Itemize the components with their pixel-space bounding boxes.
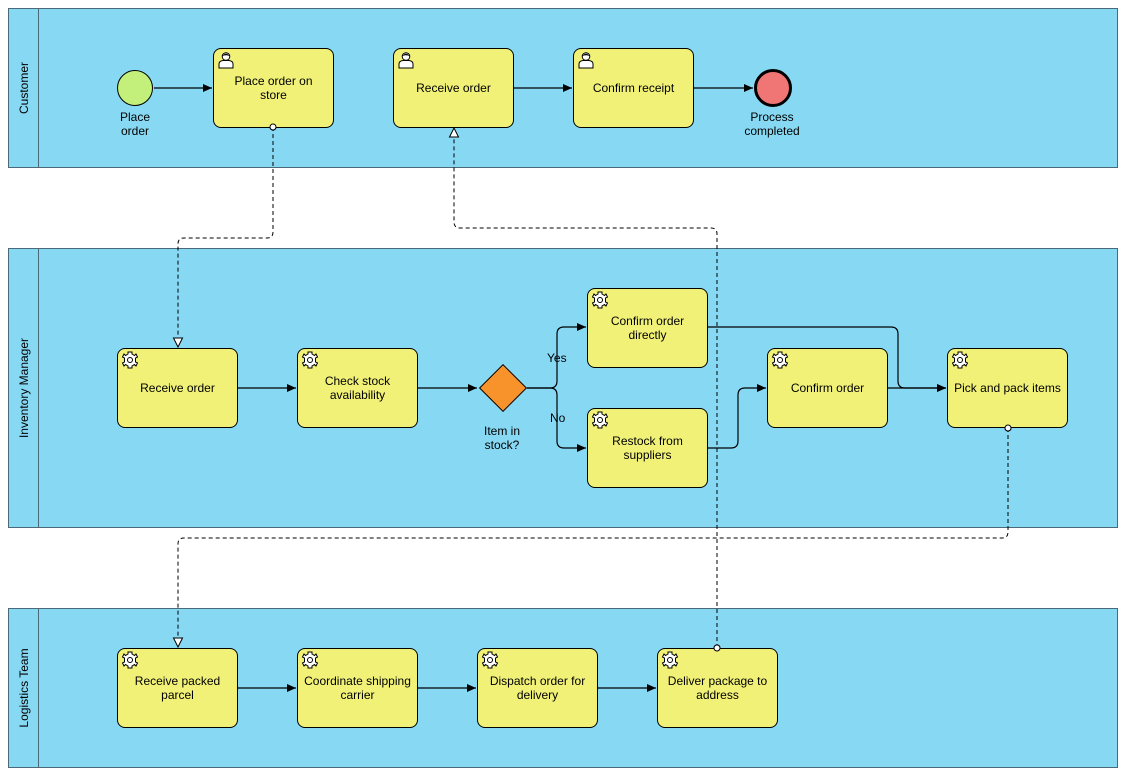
gateway-yes-label: Yes: [547, 351, 567, 365]
end-event-label: Process completed: [744, 110, 800, 138]
pool-header-inventory: Inventory Manager: [9, 249, 39, 527]
pool-label-inventory: Inventory Manager: [16, 337, 31, 439]
task-customer-receive-order[interactable]: Receive order: [393, 48, 514, 128]
gear-icon: [951, 351, 969, 369]
task-label: Confirm receipt: [592, 81, 675, 95]
task-label: Confirm order directly: [610, 314, 685, 342]
task-label: Check stock availability: [324, 374, 391, 402]
task-label: Pick and pack items: [954, 381, 1061, 395]
user-icon: [577, 51, 595, 69]
task-label: Coordinate shipping carrier: [304, 674, 411, 702]
start-event[interactable]: [117, 70, 153, 106]
task-label: Dispatch order for delivery: [489, 674, 586, 702]
gear-icon: [301, 351, 319, 369]
task-dispatch-order-for-delivery[interactable]: Dispatch order for delivery: [477, 648, 598, 728]
task-label: Place order on store: [234, 74, 313, 102]
task-coordinate-shipping-carrier[interactable]: Coordinate shipping carrier: [297, 648, 418, 728]
gateway-no-label: No: [550, 411, 566, 425]
pool-customer: Customer: [8, 8, 1118, 168]
end-event[interactable]: [754, 69, 792, 107]
gear-icon: [121, 351, 139, 369]
task-restock-from-suppliers[interactable]: Restock from suppliers: [587, 408, 708, 488]
task-label: Receive order: [140, 381, 215, 395]
task-label: Receive packed parcel: [134, 674, 221, 702]
user-icon: [217, 51, 235, 69]
gear-icon: [661, 651, 679, 669]
task-check-stock-availability[interactable]: Check stock availability: [297, 348, 418, 428]
task-pick-and-pack-items[interactable]: Pick and pack items: [947, 348, 1068, 428]
task-confirm-receipt[interactable]: Confirm receipt: [573, 48, 694, 128]
task-confirm-order-directly[interactable]: Confirm order directly: [587, 288, 708, 368]
task-place-order-on-store[interactable]: Place order on store: [213, 48, 334, 128]
gear-icon: [591, 291, 609, 309]
task-label: Restock from suppliers: [612, 434, 683, 462]
pool-label-logistics: Logistics Team: [16, 648, 31, 728]
task-deliver-package-to-address[interactable]: Deliver package to address: [657, 648, 778, 728]
pool-header-customer: Customer: [9, 9, 39, 167]
gear-icon: [121, 651, 139, 669]
gear-icon: [591, 411, 609, 429]
task-inventory-receive-order[interactable]: Receive order: [117, 348, 238, 428]
gear-icon: [301, 651, 319, 669]
pool-label-customer: Customer: [16, 61, 31, 115]
task-label: Receive order: [416, 81, 491, 95]
task-label: Deliver package to address: [667, 674, 768, 702]
task-receive-packed-parcel[interactable]: Receive packed parcel: [117, 648, 238, 728]
gear-icon: [481, 651, 499, 669]
task-label: Confirm order: [790, 381, 865, 395]
task-confirm-order[interactable]: Confirm order: [767, 348, 888, 428]
user-icon: [397, 51, 415, 69]
pool-header-logistics: Logistics Team: [9, 609, 39, 767]
gateway-label: Item in stock?: [483, 424, 520, 452]
gear-icon: [771, 351, 789, 369]
start-event-label: Place order: [119, 110, 151, 138]
